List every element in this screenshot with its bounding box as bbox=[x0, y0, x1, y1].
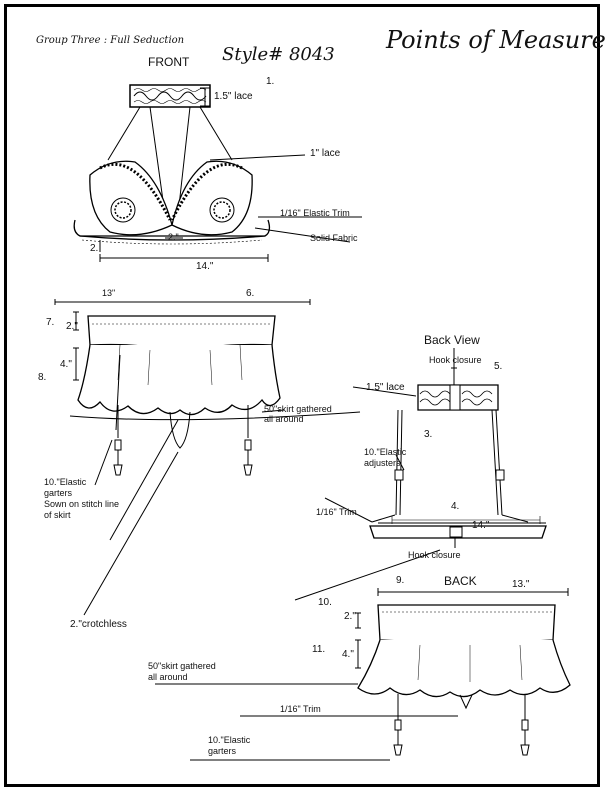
back-garters-label-2: garters bbox=[208, 746, 237, 756]
back-gathered-label-2: all around bbox=[148, 672, 188, 682]
garters-label-4: of skirt bbox=[44, 510, 71, 520]
back-waistband-label: 2." bbox=[344, 611, 356, 622]
point-7: 7. bbox=[46, 317, 55, 328]
skirt-front-sketch bbox=[54, 299, 361, 616]
skirt-length-label: 4." bbox=[60, 359, 72, 370]
point-2: 2. bbox=[90, 243, 99, 254]
back-skirt-trim-label: 1/16" Trim bbox=[280, 704, 321, 714]
group-label: Group Three : Full Seduction bbox=[36, 35, 185, 46]
back-width-label: 14." bbox=[472, 520, 490, 531]
point-5: 5. bbox=[494, 361, 503, 372]
point-10: 10. bbox=[318, 597, 332, 608]
point-11: 11. bbox=[312, 644, 326, 655]
point-3: 3. bbox=[424, 429, 433, 440]
solid-fabric-label: Solid Fabric bbox=[310, 233, 358, 243]
adjusters-label-2: adjusters bbox=[364, 458, 401, 468]
point-6: 6. bbox=[246, 288, 255, 299]
skirt-width-label: 13" bbox=[102, 288, 116, 298]
back-view-sketch bbox=[294, 348, 547, 601]
back-skirt-width-label: 13." bbox=[512, 579, 530, 590]
garters-label-3: Sown on stitch line bbox=[44, 499, 120, 509]
front-label: FRONT bbox=[148, 55, 190, 69]
back-skirt-length-label: 4." bbox=[342, 649, 354, 660]
center-dim-label: 2." bbox=[168, 232, 179, 242]
page-border bbox=[4, 4, 600, 787]
back-trim-label: 1/16" Trim bbox=[316, 507, 357, 517]
bra-front-sketch bbox=[73, 84, 362, 262]
lace-1-label: 1" lace bbox=[310, 148, 341, 159]
back-gathered-label: 50"skirt gathered bbox=[148, 661, 216, 671]
gathered-label-2: all around bbox=[264, 414, 304, 424]
bra-width-label: 14." bbox=[196, 261, 214, 272]
garters-label: 10."Elastic bbox=[44, 477, 87, 487]
back-garters-label: 10."Elastic bbox=[208, 735, 251, 745]
point-9: 9. bbox=[396, 575, 405, 586]
adjusters-label: 10."Elastic bbox=[364, 447, 407, 457]
back-view-title: Back View bbox=[424, 333, 480, 347]
gathered-label: 50"skirt gathered bbox=[264, 404, 332, 414]
back-lace-label: 1.5" lace bbox=[366, 382, 405, 393]
garters-label-2: garters bbox=[44, 488, 73, 498]
hook-closure-label: Hook closure bbox=[429, 355, 482, 365]
waistband-height-label: 2." bbox=[66, 321, 78, 332]
skirt-back-sketch bbox=[155, 588, 571, 761]
hook-closure-label-2: Hook closure bbox=[408, 550, 461, 560]
style-number: Style# 8043 bbox=[222, 44, 335, 65]
point-1: 1. bbox=[266, 76, 275, 87]
point-8: 8. bbox=[38, 372, 47, 383]
point-4: 4. bbox=[451, 501, 460, 512]
back-title: BACK bbox=[444, 574, 477, 588]
crotchless-label: 2."crotchless bbox=[70, 619, 127, 630]
page-title: Points of Measure bbox=[386, 26, 606, 54]
lace-1-5-label: 1.5" lace bbox=[214, 91, 253, 102]
elastic-trim-label: 1/16" Elastic Trim bbox=[280, 208, 350, 218]
